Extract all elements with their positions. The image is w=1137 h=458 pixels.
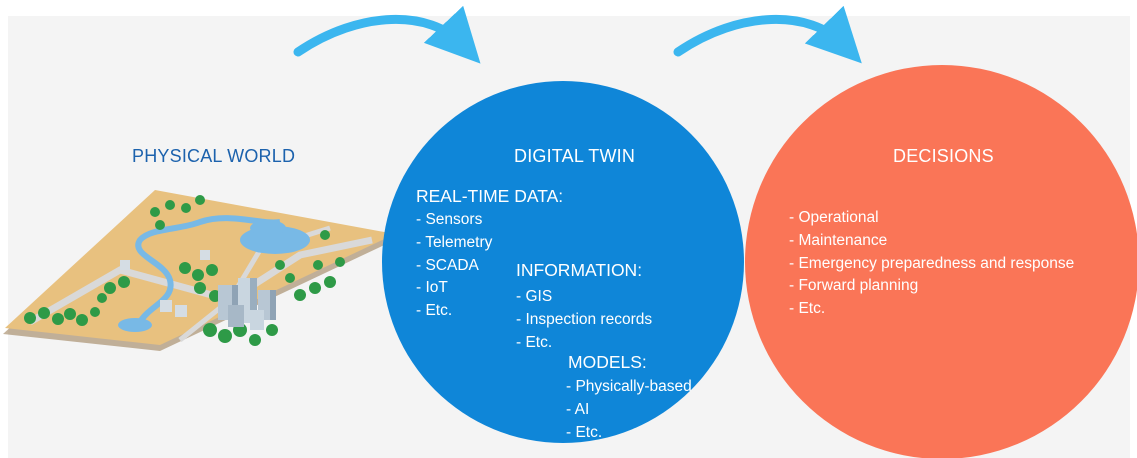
list-item: - Operational xyxy=(789,209,879,226)
list-item: - IoT xyxy=(416,279,448,297)
models-list: - Physically-based - AI - Etc. xyxy=(566,376,692,444)
list-item: - SCADA xyxy=(416,256,479,274)
real-time-data-list: - Sensors - Telemetry - SCADA - IoT - Et… xyxy=(416,209,492,323)
list-item: - Emergency preparedness and response xyxy=(789,254,1075,272)
list-item: - Sensors xyxy=(416,211,483,228)
list-item: - Telemetry xyxy=(416,233,493,251)
digital-twin-circle xyxy=(382,81,744,443)
list-item: - Etc. xyxy=(566,423,603,441)
city-buildings xyxy=(120,250,276,330)
list-item: - Inspection records xyxy=(516,310,653,328)
decisions-title: DECISIONS xyxy=(893,146,994,166)
decisions-circle xyxy=(745,65,1137,458)
list-item: - Forward planning xyxy=(789,277,919,295)
list-item: - AI xyxy=(566,400,590,418)
arrow-digital-to-decisions xyxy=(673,5,862,64)
list-item: - GIS xyxy=(516,288,553,305)
list-item: - Physically-based xyxy=(566,378,692,395)
decisions-list: - Operational - Maintenance - Emergency … xyxy=(789,207,1074,321)
information-heading: INFORMATION: xyxy=(516,260,643,280)
models-heading: MODELS: xyxy=(568,352,647,372)
information-list: - GIS - Inspection records - Etc. xyxy=(516,286,652,354)
physical-world-title: PHYSICAL WORLD xyxy=(132,146,296,166)
list-item: - Etc. xyxy=(789,300,826,318)
list-item: - Etc. xyxy=(516,333,553,351)
arrow-physical-to-digital xyxy=(293,5,481,64)
city-map-illustration xyxy=(3,190,397,351)
real-time-data-heading: REAL-TIME DATA: xyxy=(416,186,564,206)
list-item: - Etc. xyxy=(416,302,453,320)
digital-twin-title: DIGITAL TWIN xyxy=(514,146,636,166)
list-item: - Maintenance xyxy=(789,231,888,249)
